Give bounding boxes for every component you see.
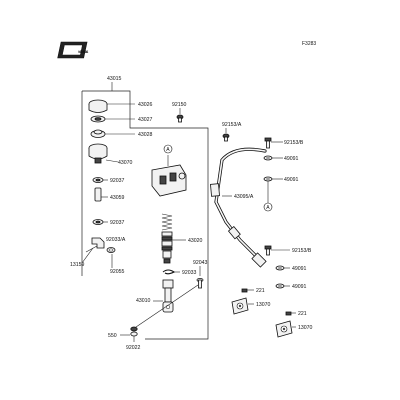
diaphragm [90,129,106,138]
callout-43026: 43026 [138,102,153,108]
callout-92033a: 92033/A [106,237,126,243]
mounting-bracket-lower [275,320,293,338]
sealing-washer-2 [263,176,273,182]
pushrod [162,279,174,313]
svg-text:KAWASAKI: KAWASAKI [78,49,89,54]
hose-clamp-top [92,177,104,183]
callout-92153b-top: 92153/B [284,140,304,146]
callout-92055: 92055 [110,269,125,275]
callout-43015: 43015 [107,76,122,82]
callout-49091-2: 49091 [284,177,299,183]
banjo-bolt-lower [264,245,272,256]
reservoir-hose [94,187,102,202]
callout-43010: 43010 [136,298,151,304]
callout-43027: 43027 [138,117,153,123]
hose-clamp-lower [92,219,104,225]
callout-550: 550 [108,333,117,339]
reservoir-cap [88,99,108,113]
callout-92022: 92022 [126,345,141,351]
callout-92037-b: 92037 [110,220,125,226]
cap-plate [90,115,106,123]
callout-13070-b: 13070 [298,325,313,331]
callout-49091-1: 49091 [284,156,299,162]
sealing-washer-1 [263,155,273,161]
marker-a-top [163,144,173,154]
callout-13159: 13159 [70,262,85,268]
banjo-bolt-top [264,137,272,149]
assembly-frame [82,90,209,340]
nut-221-upper [241,288,248,293]
callout-43059: 43059 [110,195,125,201]
callout-13070-a: 13070 [256,302,271,308]
callout-92150: 92150 [172,102,187,108]
nut-550 [130,326,138,337]
reservoir [88,143,108,164]
clevis-pin [196,277,204,289]
callout-221-b: 221 [298,311,307,317]
sealing-washer-3 [275,265,285,271]
piston-kit [161,213,173,264]
svg-text:A: A [266,205,270,211]
callout-49091-4: 49091 [292,284,307,290]
callout-43095a: 43095/A [234,194,254,200]
svg-text:A: A [166,147,170,153]
kawasaki-logo: KAWASAKI [57,41,89,59]
callout-43070: 43070 [118,160,133,166]
callout-92043: 92043 [193,260,208,266]
callout-43028: 43028 [138,132,153,138]
callout-49091-3: 49091 [292,266,307,272]
master-cylinder-body [151,164,187,197]
brake-hose [210,147,267,268]
callout-92153b-lower: 92153/B [292,248,312,254]
callout-92037-a: 92037 [110,178,125,184]
bolt-92153a [222,133,230,142]
callout-43020: 43020 [188,238,203,244]
hose-elbow-fitting [91,237,105,249]
mounting-bracket-upper [231,297,249,315]
callout-92153a: 92153/A [222,122,242,128]
bolt-92150 [176,114,184,123]
diagram-code: F3283 [302,41,316,47]
callout-92033: 92033 [182,270,197,276]
sealing-washer-4 [275,283,285,289]
o-ring [106,247,116,253]
callout-221-a: 221 [256,288,265,294]
nut-221-lower [285,311,292,316]
snap-ring [162,269,176,275]
